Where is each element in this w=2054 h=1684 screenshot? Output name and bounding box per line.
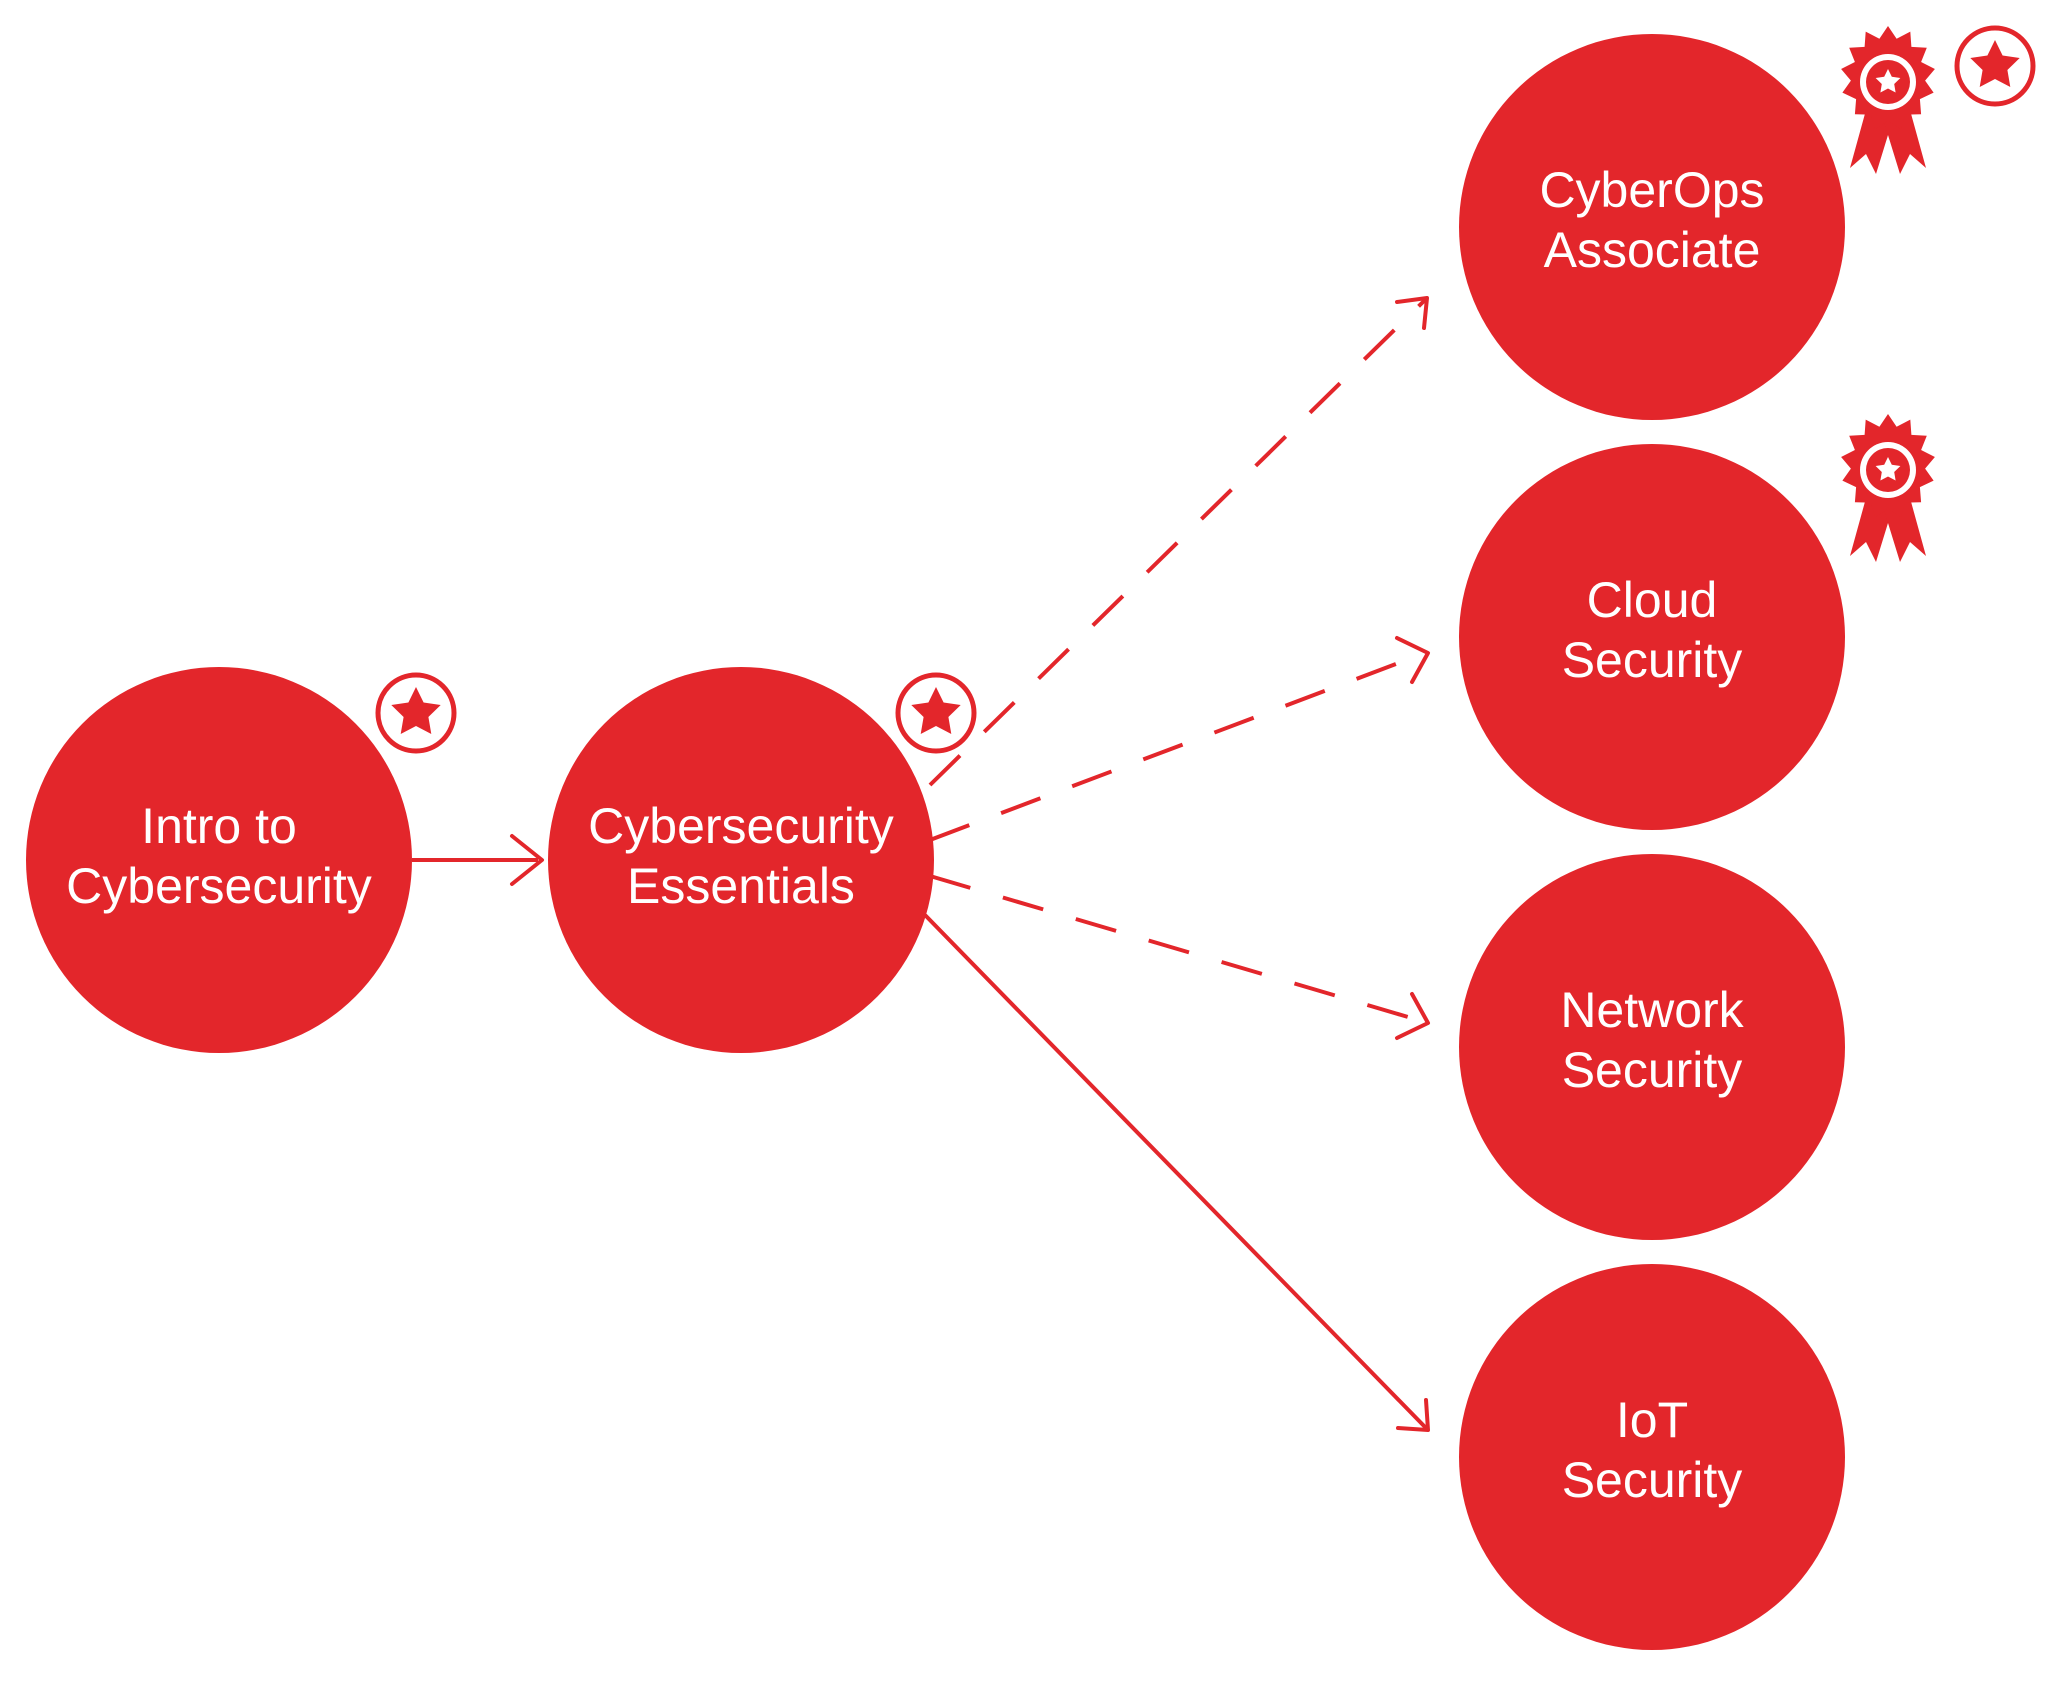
arrow-head-icon <box>510 834 544 886</box>
arrow-head-icon <box>1395 992 1430 1040</box>
edge-line <box>928 298 1427 787</box>
edge-line <box>929 874 1426 1024</box>
node-network-security: Network Security <box>1459 854 1845 1240</box>
node-label-line1: IoT <box>1616 1392 1688 1448</box>
certification-ribbon-icon <box>1841 414 1935 562</box>
node-label-line1: Intro to <box>141 798 297 854</box>
node-label-line1: Network <box>1560 982 1744 1038</box>
node-label-line2: Cybersecurity <box>66 858 372 914</box>
edge-intro-to-essentials <box>412 834 544 886</box>
node-label-line1: Cloud <box>1587 572 1718 628</box>
edge-essentials-to-network <box>929 874 1430 1040</box>
node-circle <box>26 667 412 1053</box>
star-badge-icon <box>1954 25 2036 107</box>
node-cloud-security: Cloud Security <box>1459 444 1845 830</box>
arrow-head-icon <box>1395 296 1429 330</box>
node-label-line2: Security <box>1562 632 1743 688</box>
node-label-line1: CyberOps <box>1539 162 1764 218</box>
edge-line <box>923 913 1428 1430</box>
node-circle <box>1459 444 1845 830</box>
edges <box>412 296 1430 1432</box>
node-circle <box>548 667 934 1053</box>
star-badge-icon <box>895 672 977 754</box>
edge-essentials-to-cyberops <box>928 296 1429 787</box>
node-label-line2: Security <box>1562 1452 1743 1508</box>
node-label-line1: Cybersecurity <box>588 798 894 854</box>
node-intro-to-cybersecurity: Intro to Cybersecurity <box>26 667 412 1053</box>
node-cyberops-associate: CyberOps Associate <box>1459 34 1845 420</box>
node-circle <box>1459 1264 1845 1650</box>
edge-essentials-to-cloud <box>929 636 1430 842</box>
node-label-line2: Associate <box>1544 222 1761 278</box>
star-badge-icon <box>375 672 457 754</box>
node-label-line2: Essentials <box>627 858 855 914</box>
node-label-line2: Security <box>1562 1042 1743 1098</box>
node-circle <box>1459 34 1845 420</box>
arrow-head-icon <box>1395 636 1430 684</box>
node-iot-security: IoT Security <box>1459 1264 1845 1650</box>
certification-ribbon-icon <box>1841 26 1935 174</box>
arrow-head-icon <box>1396 1398 1430 1432</box>
node-circle <box>1459 854 1845 1240</box>
edge-essentials-to-iot <box>923 913 1430 1432</box>
edge-line <box>929 651 1426 842</box>
node-cybersecurity-essentials: Cybersecurity Essentials <box>548 667 934 1053</box>
